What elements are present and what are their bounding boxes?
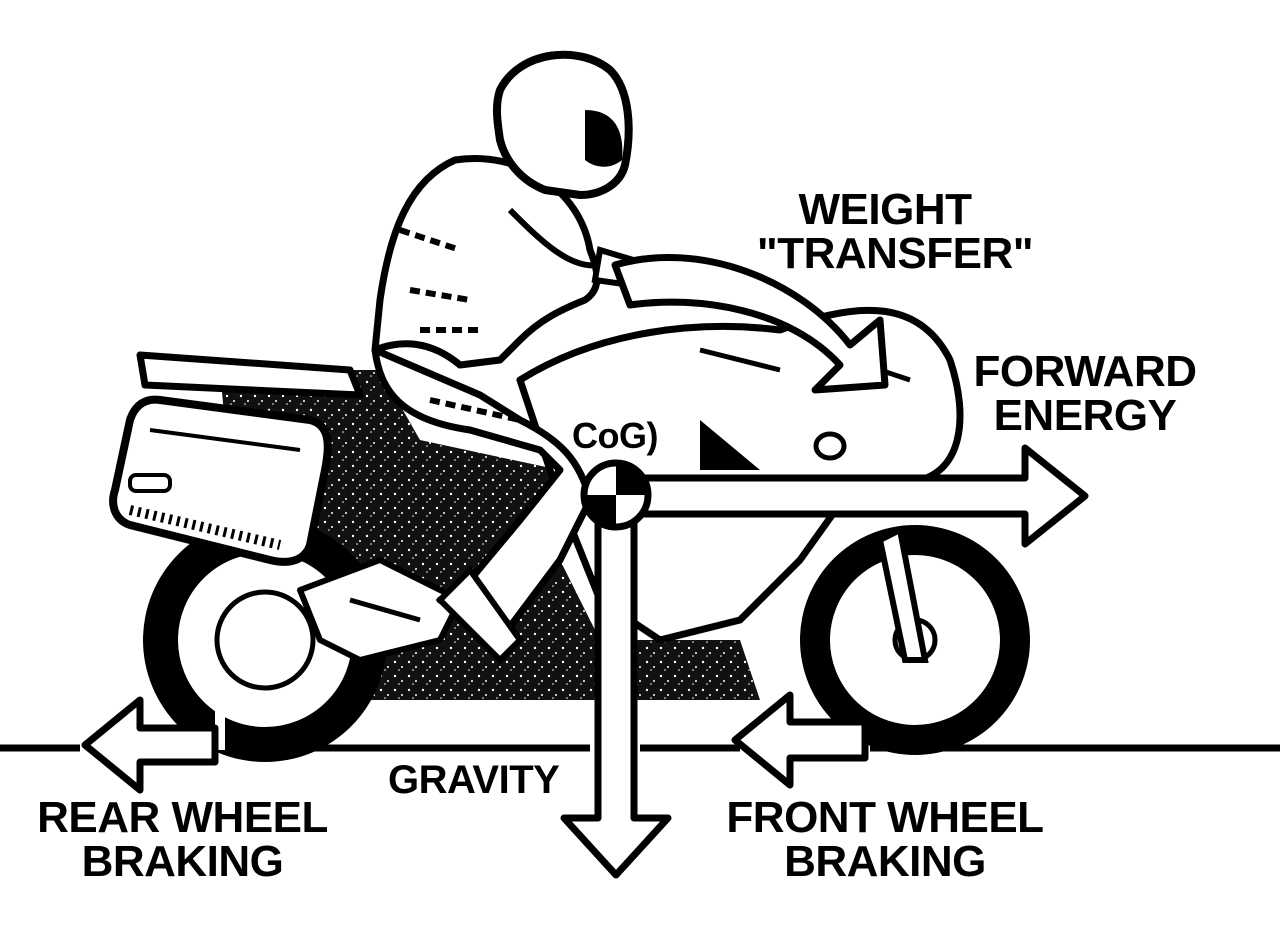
rear-braking-arrow <box>81 696 219 794</box>
gravity-label: GRAVITY <box>388 758 560 802</box>
rear-braking-label-line1: REAR WHEEL <box>37 793 328 842</box>
weight-transfer-label-line2: "TRANSFER" <box>756 229 1034 278</box>
swingarm <box>297 557 463 663</box>
front-wheel <box>800 525 1030 755</box>
cog-label: CoG) <box>572 415 658 456</box>
forward-energy-arrow <box>616 444 1089 548</box>
front-braking-label-line2: BRAKING <box>784 837 986 886</box>
center-of-gravity-marker <box>580 459 652 531</box>
forward-energy-label-line2: ENERGY <box>993 391 1177 440</box>
luggage-case <box>109 351 364 566</box>
weight-transfer-label-line1: WEIGHT <box>798 185 972 234</box>
front-braking-arrow <box>731 691 869 789</box>
forward-energy-label-line1: FORWARD <box>973 347 1197 396</box>
helmet <box>493 50 633 199</box>
rear-braking-label-line2: BRAKING <box>81 837 284 886</box>
gravity-arrow <box>560 501 672 879</box>
weight-transfer-arrow <box>611 254 889 394</box>
front-braking-label-line1: FRONT WHEEL <box>726 793 1044 842</box>
